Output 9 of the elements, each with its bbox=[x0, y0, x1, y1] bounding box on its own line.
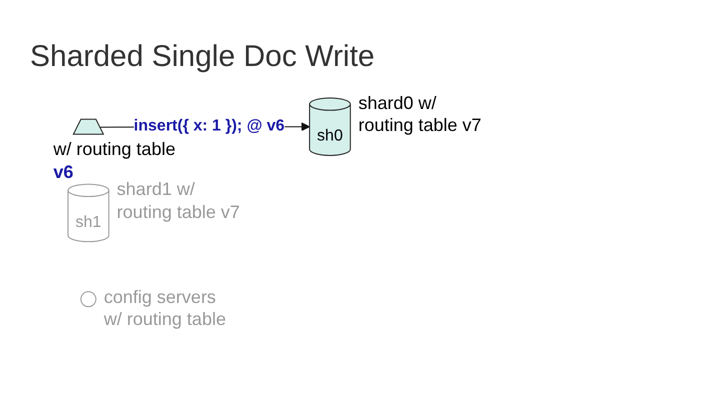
node-caption: w/ routing table bbox=[53, 138, 176, 161]
node-caption: shard1 w/ routing table v7 bbox=[116, 178, 241, 224]
node-caption: shard0 w/ routing table v7 bbox=[358, 92, 482, 137]
node-circle bbox=[80, 291, 96, 308]
slide-title: Sharded Single Doc Write bbox=[30, 40, 375, 74]
edge-label: insert({ x: 1 }); @ v6 bbox=[134, 118, 285, 135]
node-caption: config servers w/ routing table bbox=[104, 286, 227, 331]
node-caption: v6 bbox=[53, 160, 74, 184]
node-trapezoid bbox=[72, 118, 104, 135]
